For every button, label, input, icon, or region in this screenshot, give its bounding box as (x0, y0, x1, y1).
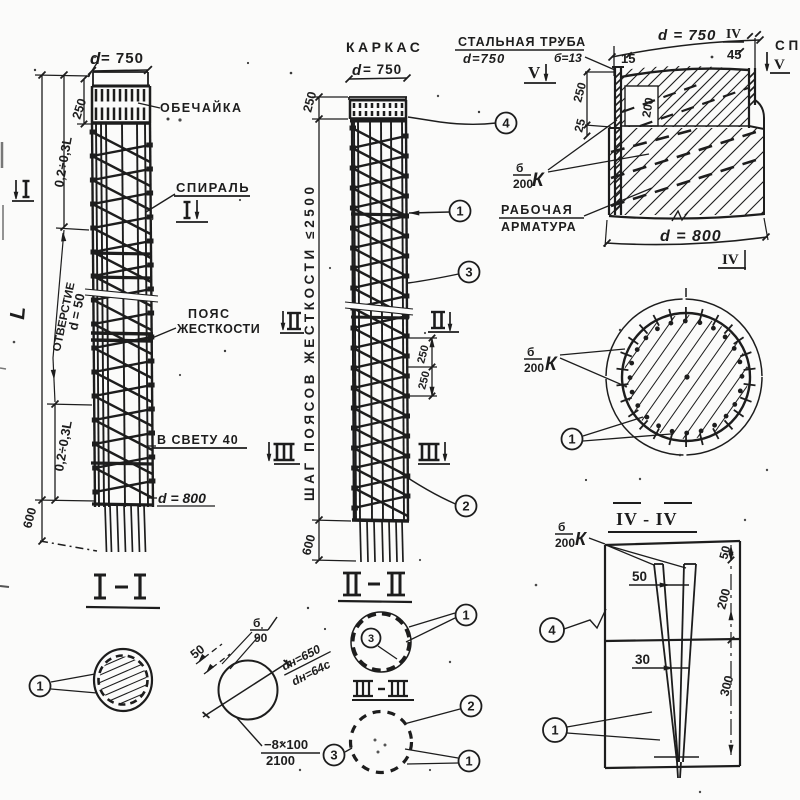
svg-text:1: 1 (456, 204, 463, 219)
svg-text:1: 1 (568, 432, 575, 447)
svg-text:600: 600 (299, 533, 318, 557)
svg-text:45: 45 (727, 47, 741, 62)
svg-text:= 750: = 750 (101, 50, 144, 67)
svg-text:250: 250 (300, 90, 319, 114)
svg-text:б: б (558, 520, 565, 534)
svg-text:200: 200 (524, 361, 544, 375)
svg-text:250: 250 (415, 344, 431, 365)
svg-text:К: К (532, 170, 545, 191)
svg-text:250: 250 (416, 370, 432, 391)
svg-text:90: 90 (254, 631, 268, 645)
svg-text:25: 25 (571, 117, 588, 134)
svg-text:200: 200 (714, 587, 733, 611)
svg-text:4: 4 (548, 623, 556, 638)
svg-text:50: 50 (188, 642, 208, 662)
svg-text:б: б (527, 345, 534, 359)
svg-text:50: 50 (716, 544, 733, 561)
svg-text:4: 4 (502, 116, 510, 131)
svg-text:СТАЛЬНАЯ ТРУБА: СТАЛЬНАЯ ТРУБА (458, 35, 586, 49)
svg-text:ЖЕСТКОСТИ: ЖЕСТКОСТИ (176, 322, 260, 336)
svg-text:РАБОЧАЯ: РАБОЧАЯ (501, 203, 573, 217)
svg-text:30: 30 (635, 652, 650, 667)
svg-text:2100: 2100 (266, 753, 295, 768)
svg-text:СПИРАЛЬ: СПИРАЛЬ (176, 180, 250, 195)
svg-text:200: 200 (555, 536, 575, 550)
svg-text:d=750: d=750 (463, 51, 505, 66)
svg-text:ШАГ ПОЯСОВ ЖЕСТКОСТИ ≤2500: ШАГ ПОЯСОВ ЖЕСТКОСТИ ≤2500 (302, 183, 317, 501)
svg-text:1: 1 (36, 679, 43, 694)
svg-text:2: 2 (462, 499, 469, 514)
svg-text:600: 600 (20, 506, 39, 530)
svg-text:IV - IV: IV - IV (616, 509, 678, 529)
svg-text:б: б (253, 616, 260, 630)
svg-text:L: L (6, 306, 30, 321)
svg-text:1: 1 (465, 754, 472, 769)
svg-text:V: V (528, 63, 541, 82)
svg-text:К: К (575, 529, 588, 549)
svg-text:= 750: = 750 (363, 62, 402, 77)
svg-text:3: 3 (330, 748, 337, 763)
svg-text:250: 250 (570, 80, 589, 103)
svg-text:АРМАТУРА: АРМАТУРА (501, 220, 577, 234)
svg-text:−8×100: −8×100 (264, 737, 308, 752)
svg-text:250: 250 (70, 97, 90, 121)
svg-text:3: 3 (465, 265, 472, 280)
svg-text:КАРКАС: КАРКАС (346, 39, 423, 55)
svg-text:2: 2 (467, 699, 474, 714)
svg-text:ОБЕЧАЙКА: ОБЕЧАЙКА (160, 100, 243, 115)
svg-text:б: б (516, 161, 523, 175)
svg-text:d = 750: d = 750 (658, 27, 716, 44)
svg-text:d = 800: d = 800 (158, 490, 206, 506)
svg-text:1: 1 (551, 723, 558, 738)
svg-text:300: 300 (717, 674, 736, 698)
svg-text:d: d (352, 62, 362, 79)
svg-text:d: d (90, 49, 101, 68)
svg-text:200: 200 (513, 177, 533, 191)
svg-text:d = 800: d = 800 (660, 228, 722, 245)
svg-text:50: 50 (632, 569, 647, 584)
svg-text:ПОЯС: ПОЯС (188, 307, 231, 321)
svg-text:В СВЕТУ 40: В СВЕТУ 40 (157, 433, 239, 447)
svg-text:15: 15 (621, 51, 635, 66)
svg-text:б=13: б=13 (554, 51, 582, 65)
svg-text:IV: IV (722, 252, 739, 268)
svg-text:IV: IV (726, 26, 741, 41)
svg-text:С П: С П (775, 38, 798, 53)
svg-text:V: V (774, 57, 785, 73)
svg-text:3: 3 (368, 633, 374, 645)
svg-text:К: К (545, 354, 558, 375)
svg-text:1: 1 (462, 608, 469, 623)
